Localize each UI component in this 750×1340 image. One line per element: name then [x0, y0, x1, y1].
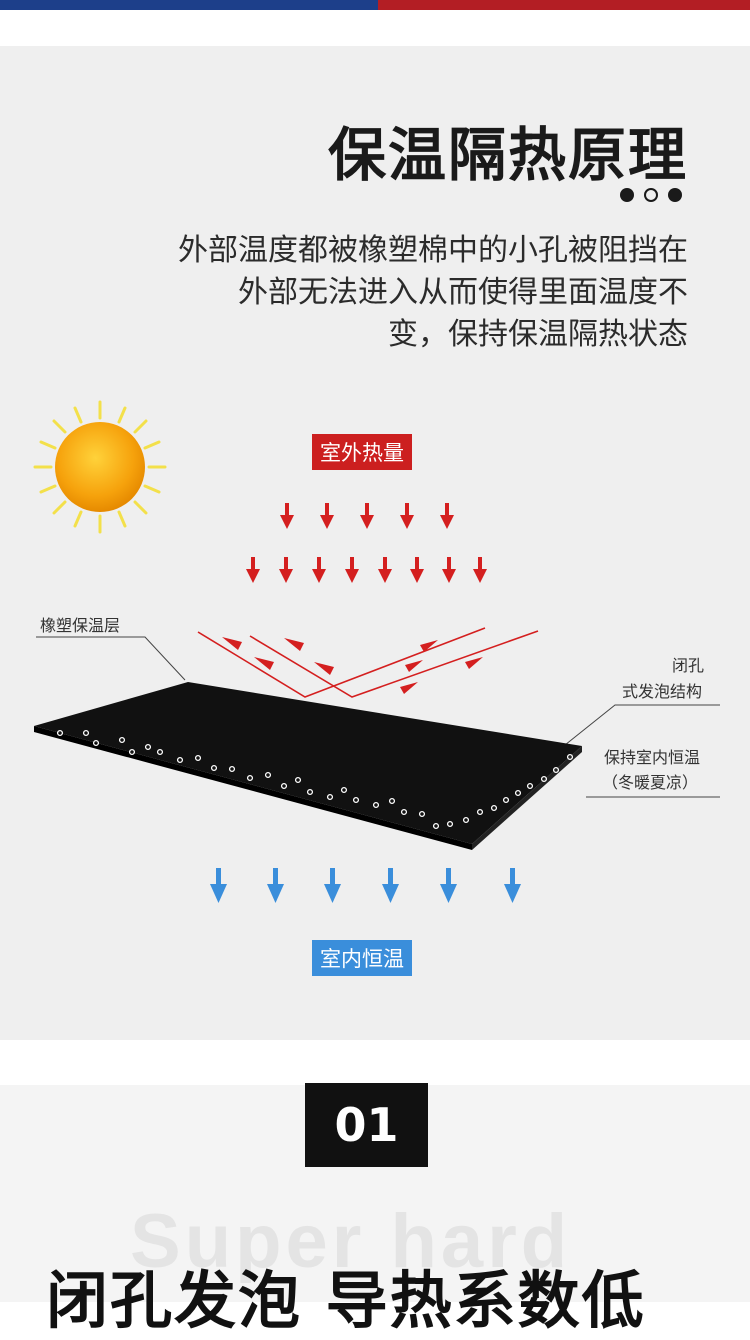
top-bar-red: [378, 0, 750, 10]
top-bar-blue: [0, 0, 378, 10]
description: 外部温度都被橡塑棉中的小孔被阻挡在 外部无法进入从而使得里面温度不 变，保持保温…: [88, 230, 688, 356]
arrow-down-icon: [440, 503, 454, 529]
sun-icon: [33, 400, 167, 534]
indoor-arrows: [210, 868, 521, 903]
description-line: 变，保持保温隔热状态: [388, 317, 688, 352]
section-number: 01: [305, 1083, 428, 1167]
arrow-down-icon: [246, 557, 260, 583]
arrow-down-icon: [442, 557, 456, 583]
callout-lines: [36, 636, 720, 798]
arrow-down-icon: [382, 868, 399, 903]
arrow-down-icon: [279, 557, 293, 583]
arrow-down-icon: [410, 557, 424, 583]
description-line: 外部无法进入从而使得里面温度不: [238, 275, 688, 310]
arrow-down-icon: [312, 557, 326, 583]
pager-dots: [620, 188, 682, 202]
indoor-temp-badge: 室内恒温: [312, 940, 412, 976]
foam-structure-label: 式发泡结构: [622, 682, 703, 701]
keep-temp-label: 保持室内恒温: [604, 748, 701, 767]
page-title: 保温隔热原理: [327, 121, 688, 189]
foam-board: [34, 682, 582, 850]
arrow-down-icon: [345, 557, 359, 583]
closed-cell-label: 闭孔: [672, 656, 705, 675]
arrow-down-icon: [504, 868, 521, 903]
arrow-down-icon: [210, 868, 227, 903]
winter-summer-label: （冬暖夏凉）: [602, 773, 699, 792]
reflection-rays: [197, 627, 539, 698]
arrow-down-icon: [324, 868, 341, 903]
arrow-down-icon: [280, 503, 294, 529]
heat-arrows: [246, 503, 487, 583]
dot-filled: [668, 188, 682, 202]
arrow-down-icon: [320, 503, 334, 529]
arrow-down-icon: [400, 503, 414, 529]
dot-outline: [644, 188, 658, 202]
insulation-diagram: [33, 400, 720, 903]
arrow-down-icon: [473, 557, 487, 583]
dot-filled: [620, 188, 634, 202]
arrow-down-icon: [267, 868, 284, 903]
arrow-down-icon: [378, 557, 392, 583]
top-color-bar: [0, 0, 750, 10]
arrow-down-icon: [440, 868, 457, 903]
ghost-watermark-text: Super hard: [130, 1199, 572, 1284]
arrow-down-icon: [360, 503, 374, 529]
description-line: 外部温度都被橡塑棉中的小孔被阻挡在: [178, 233, 688, 268]
section-title: 闭孔发泡 导热系数低: [46, 1264, 646, 1337]
principle-panel: [0, 46, 750, 1040]
rubber-layer-label: 橡塑保温层: [40, 616, 121, 635]
outdoor-heat-badge: 室外热量: [312, 434, 412, 470]
